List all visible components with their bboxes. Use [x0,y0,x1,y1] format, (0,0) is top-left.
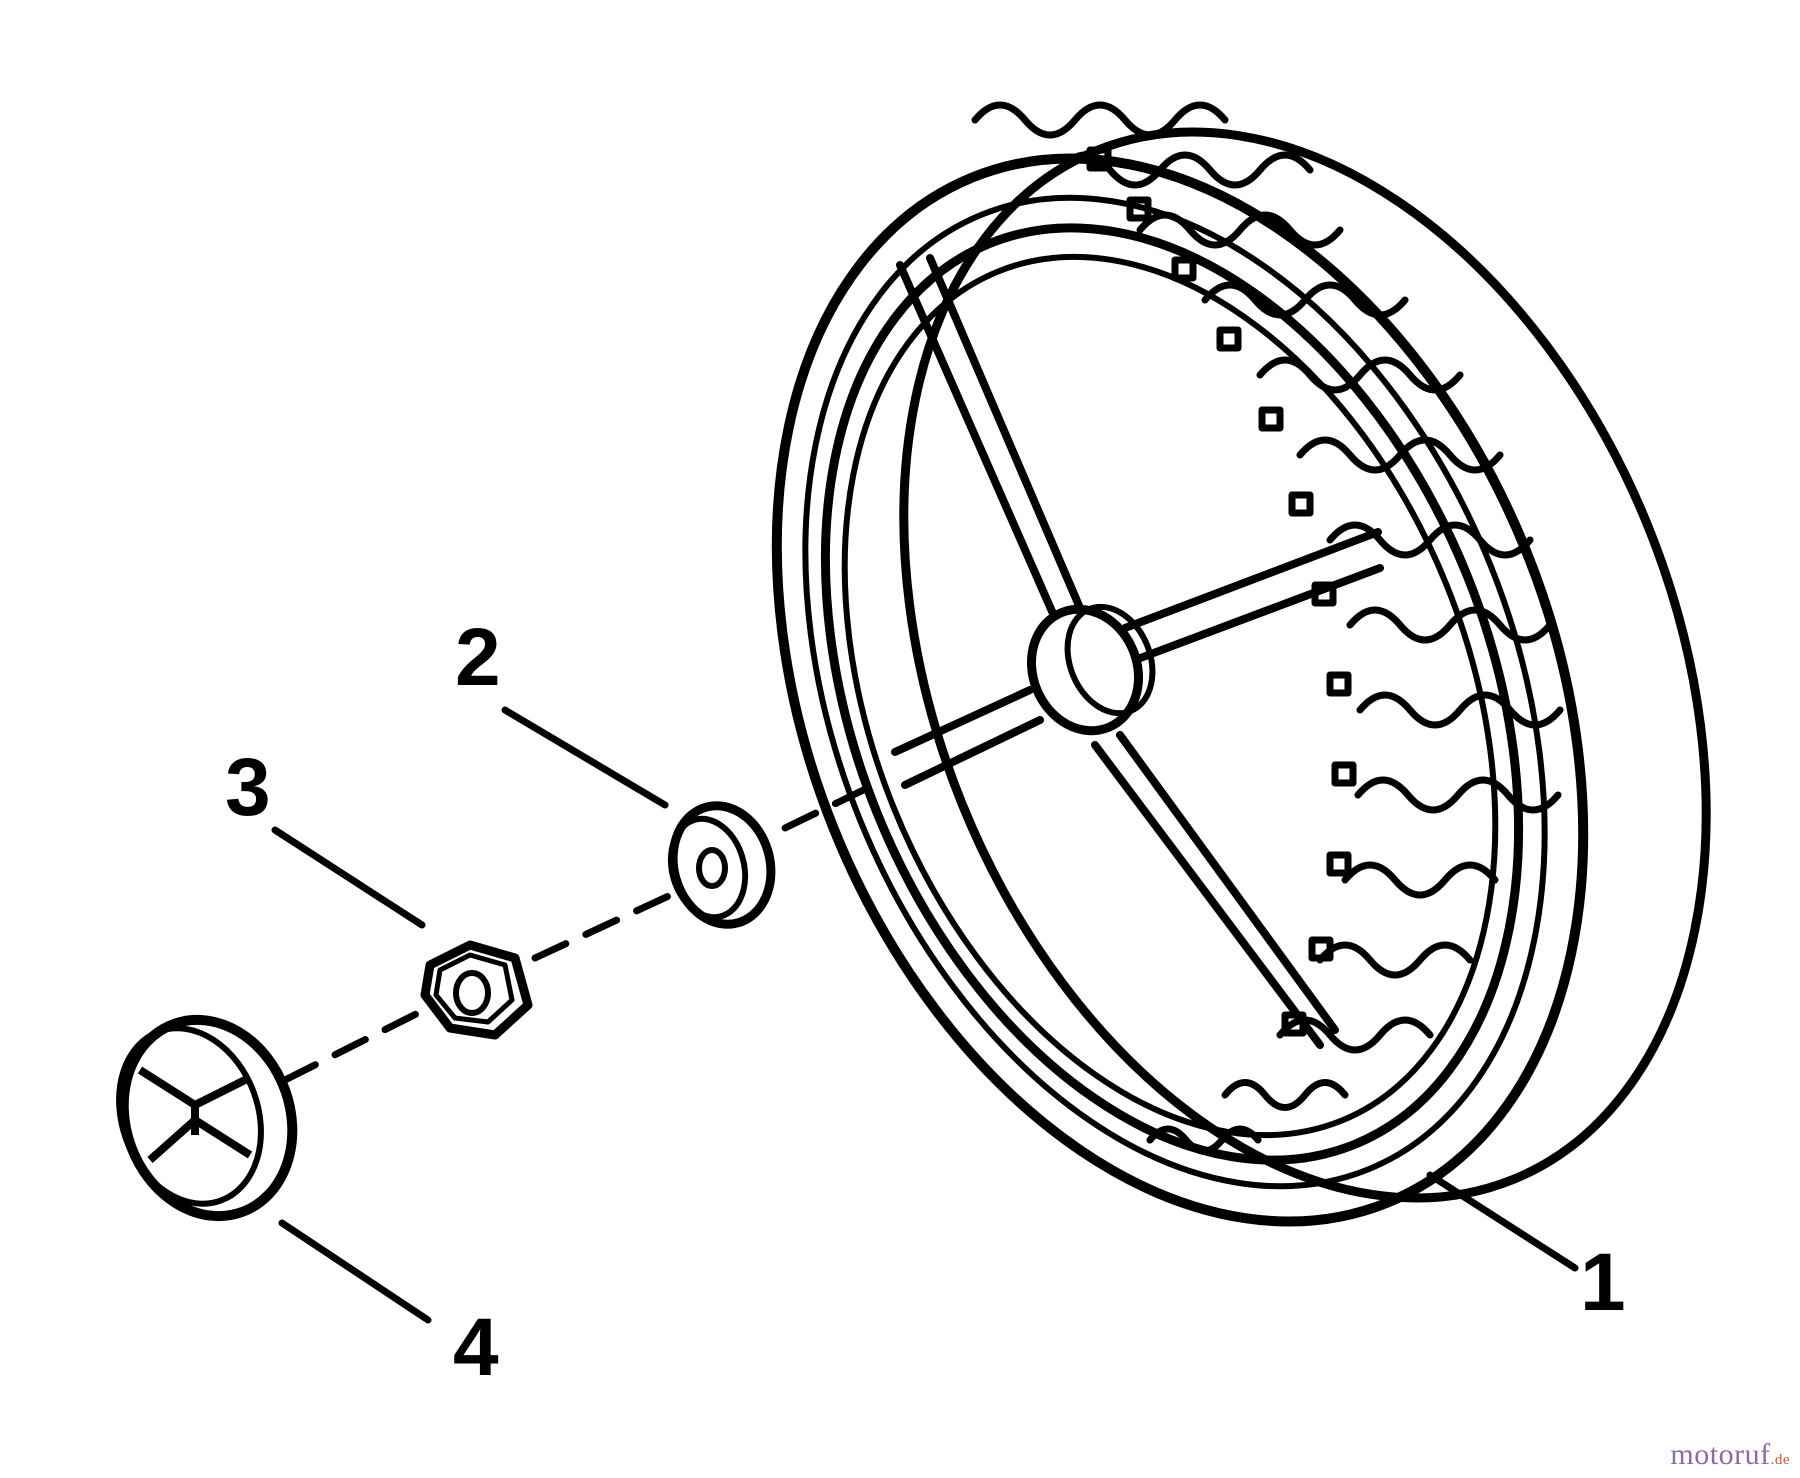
leader-line-1 [1426,1171,1579,1272]
leader-lines [271,706,1579,1324]
wheel-assembly [771,101,1711,1227]
sidewall-ring [802,194,1548,1190]
callout-number-4: 4 [453,1302,499,1393]
assembly-axis [281,778,884,1084]
leader-line-2 [501,706,669,809]
callout-number-3: 3 [225,742,271,833]
leader-line-4 [278,1219,432,1324]
wheel-spokes [891,254,1384,1049]
rim-inner [841,253,1499,1139]
motoruf-watermark: motoruf.de [1670,1438,1790,1472]
leader-line-3 [271,826,426,929]
callout-number-1: 1 [1580,1237,1626,1328]
spacer-washer [667,801,776,929]
hub-cap [116,1014,298,1222]
wheel-hub-back [1064,603,1156,717]
watermark-main: motoruf [1670,1438,1771,1471]
tire-tread [971,101,1564,1155]
rim-outer [820,223,1524,1165]
hex-nut [420,940,533,1040]
callout-number-2: 2 [455,612,501,703]
tire-front-face [771,153,1589,1227]
wheel-hub [1026,604,1144,736]
watermark-tld: .de [1770,1452,1790,1468]
